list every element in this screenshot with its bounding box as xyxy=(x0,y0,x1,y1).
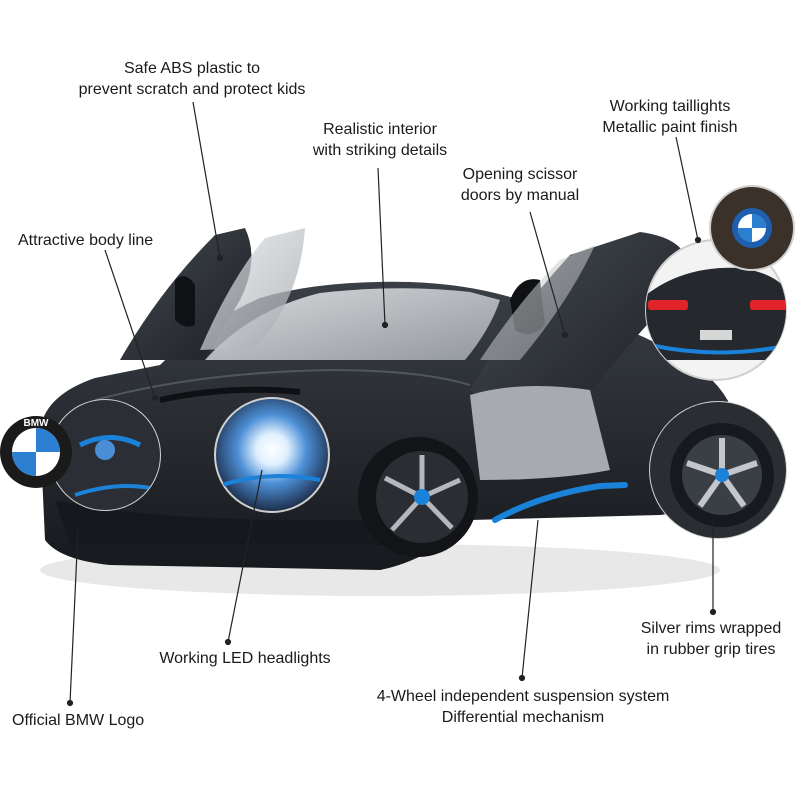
scissor-doors-label: Opening scissor doors by manual xyxy=(440,164,600,206)
logo-line-1: Official BMW Logo xyxy=(12,712,145,729)
taillights-line-2: Metallic paint finish xyxy=(602,119,738,136)
bmw-logo-letters: BMW xyxy=(24,418,50,429)
body-line-label: Attractive body line xyxy=(18,230,198,251)
taillights-line-1: Working taillights xyxy=(609,98,731,115)
right-scissor-door xyxy=(470,232,688,430)
scissor-doors-line-2: doors by manual xyxy=(460,187,580,204)
rim-inset xyxy=(649,401,787,539)
abs-plastic-line-1: Safe ABS plastic to xyxy=(123,60,261,77)
rims-line-2: in rubber grip tires xyxy=(646,641,776,658)
suspension-line-1: 4-Wheel independent suspension system xyxy=(376,688,670,705)
interior-label: Realistic interior with striking details xyxy=(280,119,480,161)
led-headlight-inset xyxy=(214,397,330,513)
logo-label: Official BMW Logo xyxy=(12,710,182,731)
callout-lines xyxy=(66,101,717,707)
interior-line-2: with striking details xyxy=(312,142,448,159)
headlights-line-1: Working LED headlights xyxy=(159,650,331,667)
blue-side-accent xyxy=(492,482,628,523)
headlights-label: Working LED headlights xyxy=(135,648,355,669)
suspension-label: 4-Wheel independent suspension system Di… xyxy=(338,686,708,728)
body-line-line-1: Attractive body line xyxy=(18,232,154,249)
interior-line-1: Realistic interior xyxy=(323,121,437,138)
windshield xyxy=(205,288,500,360)
grille-inset xyxy=(49,399,161,511)
left-scissor-door xyxy=(120,228,305,360)
scissor-doors-line-1: Opening scissor xyxy=(462,166,578,183)
cabin-opening xyxy=(470,386,610,480)
taillight-inset xyxy=(645,239,787,381)
bmw-logo: BMW xyxy=(0,416,72,488)
suspension-line-2: Differential mechanism xyxy=(441,709,605,726)
front-wheel xyxy=(358,437,478,557)
roof-badge-inset xyxy=(709,185,795,271)
abs-plastic-line-2: prevent scratch and protect kids xyxy=(78,81,306,98)
rims-label: Silver rims wrapped in rubber grip tires xyxy=(622,618,800,660)
taillights-label: Working taillights Metallic paint finish xyxy=(575,96,765,138)
rims-line-1: Silver rims wrapped xyxy=(640,620,782,637)
abs-plastic-label: Safe ABS plastic to prevent scratch and … xyxy=(52,58,332,100)
